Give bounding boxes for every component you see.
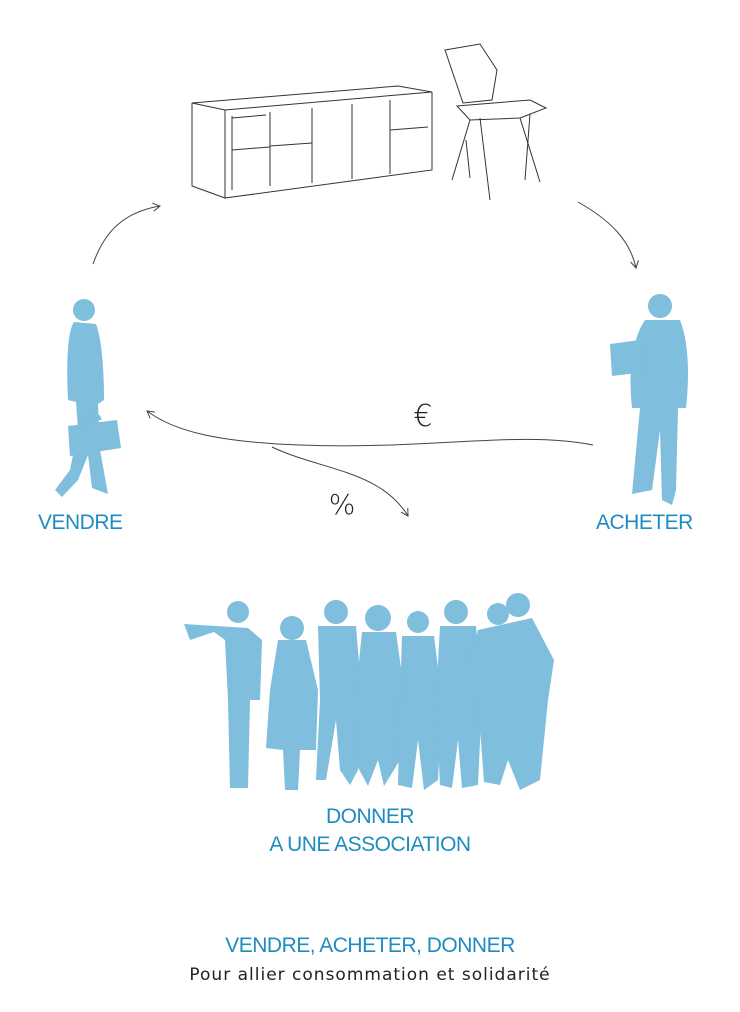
buyer-person-icon xyxy=(610,294,688,505)
arrow-percent-to-donation xyxy=(271,446,409,517)
seller-person-icon xyxy=(55,299,121,497)
node-label-buy: ACHETER xyxy=(596,511,693,534)
percent-symbol: % xyxy=(329,488,356,521)
node-label-donate-line1: DONNER xyxy=(325,805,415,828)
chair-icon xyxy=(444,43,548,201)
footer-title: VENDRE, ACHETER, DONNER xyxy=(225,934,515,957)
arrow-sell-to-goods xyxy=(92,202,161,265)
node-label-sell: VENDRE xyxy=(38,511,123,534)
arrow-goods-to-buy xyxy=(577,201,639,269)
arrow-money-buy-to-sell xyxy=(146,410,594,447)
footer-subtitle: Pour allier consommation et solidarité xyxy=(189,965,551,985)
node-label-donate-line2: A UNE ASSOCIATION xyxy=(269,833,471,856)
euro-symbol: € xyxy=(413,399,432,434)
crowd-icon xyxy=(184,593,554,790)
shelf-icon xyxy=(191,85,433,199)
